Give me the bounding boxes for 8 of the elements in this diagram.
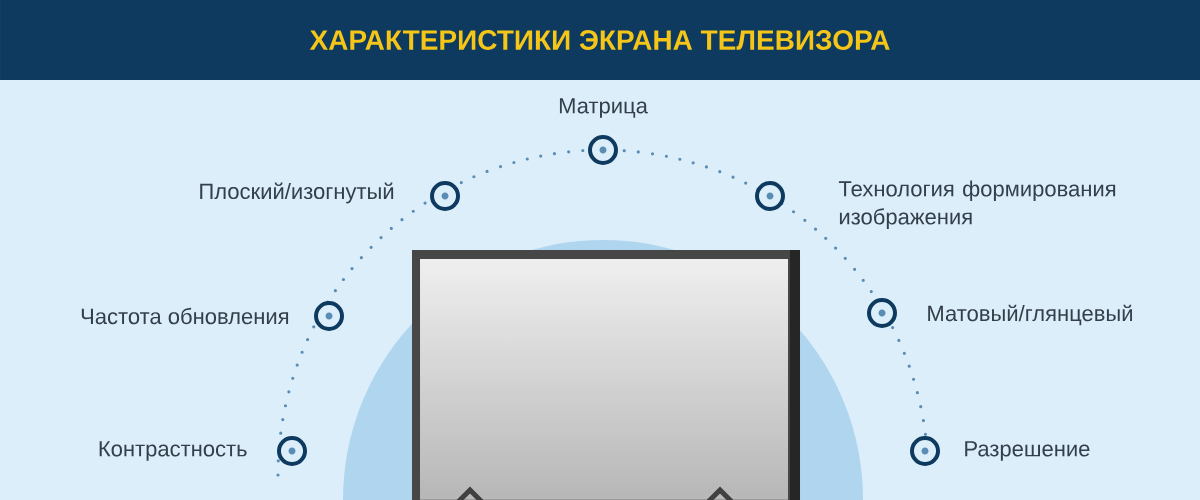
feature-label: Частота обновления [81, 307, 289, 325]
feature-label: Матовый/глянцевый [928, 304, 1132, 326]
feature-label: Плоский/изогнутый [200, 182, 394, 204]
feature-label: Матрица [559, 98, 648, 118]
title-banner: ХАРАКТЕРИСТИКИ ЭКРАНА ТЕЛЕВИЗОРА [0, 0, 1200, 80]
feature-label: Технология формирования изображения [838, 180, 1116, 229]
feature-label: Контрастность [99, 441, 247, 461]
feature-label: Разрешение [965, 441, 1090, 461]
